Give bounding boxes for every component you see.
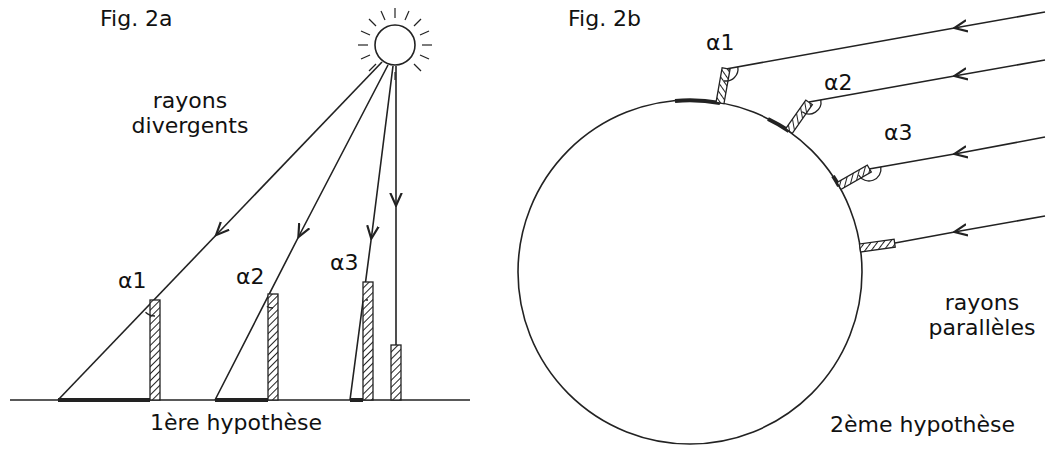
light-ray xyxy=(726,12,1045,243)
ray-note: rayons divergents xyxy=(120,88,260,139)
figure-2b xyxy=(518,12,1045,444)
post xyxy=(150,282,401,400)
shadow xyxy=(58,398,363,402)
figure-title: Fig. 2b xyxy=(568,6,641,31)
angle-label: α2 xyxy=(824,70,853,95)
angle-label: α3 xyxy=(330,250,359,275)
angle-label: α1 xyxy=(706,30,735,55)
figure-title: Fig. 2a xyxy=(100,6,173,31)
hypothesis-caption: 1ère hypothèse xyxy=(150,410,322,435)
angle-arc xyxy=(724,67,881,181)
sun xyxy=(358,8,432,80)
angle-arc xyxy=(146,300,369,316)
figure-2a xyxy=(10,8,470,400)
post xyxy=(716,68,895,252)
angle-label: α2 xyxy=(236,264,265,289)
ray-note: rayons parallèles xyxy=(918,290,1046,341)
earth-circle xyxy=(518,100,862,444)
angle-label: α1 xyxy=(118,268,147,293)
light-ray xyxy=(58,62,396,400)
angle-label: α3 xyxy=(884,120,913,145)
shadow xyxy=(675,100,839,186)
hypothesis-caption: 2ème hypothèse xyxy=(830,412,1015,437)
